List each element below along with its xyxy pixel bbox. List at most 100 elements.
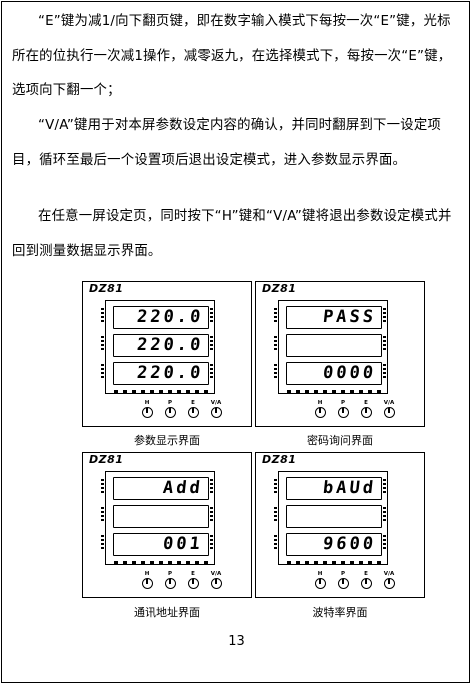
key-label: E (364, 571, 368, 577)
keypad: H P E V/A (135, 571, 225, 597)
key-label: H (144, 571, 150, 577)
figure-caption: 波特率界面 (312, 606, 368, 619)
key-button: H (135, 571, 159, 589)
page-number: 13 (228, 634, 245, 649)
indicator-leds (101, 507, 105, 523)
meter-face: bAUd 9600 (274, 471, 388, 565)
indicator-leds (210, 535, 214, 551)
status-led-bar (114, 561, 210, 565)
key-label: P (340, 400, 346, 406)
key-button: P (331, 571, 355, 589)
indicator-leds (101, 479, 105, 495)
display-row: 001 (113, 533, 209, 556)
display-value: 220.0 (135, 363, 205, 383)
display-value: 0000 (322, 363, 378, 383)
indicator-leds (383, 308, 387, 324)
display-value: bAUd (322, 478, 378, 498)
meter-brand: DZ81 (262, 453, 297, 466)
indicator-leds (210, 364, 214, 380)
key-knob-icon (383, 578, 395, 589)
indicator-leds (101, 308, 105, 324)
keypad: H P E V/A (308, 571, 398, 597)
meter-brand: DZ81 (262, 282, 297, 295)
display-row: 220.0 (113, 362, 209, 385)
display-row: PASS (286, 306, 382, 329)
figure-caption: 密码询问界面 (307, 434, 373, 447)
key-label: H (144, 400, 150, 406)
meter-face: PASS 0000 (274, 300, 388, 394)
display-row: bAUd (286, 477, 382, 500)
status-led-bar (287, 561, 383, 565)
key-knob-icon (360, 578, 372, 589)
indicator-leds (383, 364, 387, 380)
figure-caption: 通讯地址界面 (134, 606, 200, 619)
key-knob-icon (141, 407, 153, 418)
display-row: 0000 (286, 362, 382, 385)
key-button: P (158, 571, 182, 589)
indicator-leds (274, 535, 278, 551)
display-row (113, 505, 209, 528)
key-knob-icon (187, 578, 199, 589)
indicator-leds (383, 535, 387, 551)
indicator-leds (383, 336, 387, 352)
display-row: 220.0 (113, 334, 209, 357)
key-knob-icon (210, 578, 222, 589)
key-label: E (191, 400, 195, 406)
indicator-leds (101, 364, 105, 380)
key-label: V/A (210, 571, 222, 577)
indicator-leds (101, 535, 105, 551)
indicator-leds (210, 507, 214, 523)
indicator-leds (274, 308, 278, 324)
key-button: V/A (377, 400, 401, 418)
display-row (286, 505, 382, 528)
key-button: V/A (377, 571, 401, 589)
display-value: Add (162, 478, 205, 498)
figure-caption: 参数显示界面 (134, 434, 200, 447)
key-knob-icon (141, 578, 153, 589)
status-led-bar (114, 390, 210, 394)
key-label: H (317, 400, 323, 406)
meter-face: Add 001 (101, 471, 215, 565)
meter-brand: DZ81 (89, 282, 124, 295)
key-button: E (354, 400, 378, 418)
key-knob-icon (360, 407, 372, 418)
display-row: 9600 (286, 533, 382, 556)
display-value: 9600 (322, 534, 378, 554)
key-button: E (181, 400, 205, 418)
indicator-leds (274, 364, 278, 380)
display-value: 220.0 (135, 307, 205, 327)
paragraph-va-key: “V/A”键用于对本屏参数设定内容的确认，并同时翻屏到下一设定项目，循环至最后一… (12, 118, 441, 168)
display-row: Add (113, 477, 209, 500)
key-label: H (317, 571, 323, 577)
indicator-leds (274, 507, 278, 523)
key-label: V/A (210, 400, 222, 406)
key-label: E (364, 400, 368, 406)
key-button: E (354, 571, 378, 589)
key-knob-icon (187, 407, 199, 418)
indicator-leds (210, 479, 214, 495)
meter-brand: DZ81 (89, 453, 124, 466)
indicator-leds (274, 479, 278, 495)
indicator-leds (101, 336, 105, 352)
key-knob-icon (337, 578, 349, 589)
display-value: 220.0 (135, 335, 205, 355)
key-label: E (191, 571, 195, 577)
indicator-leds (383, 507, 387, 523)
key-label: P (167, 400, 173, 406)
key-button: P (331, 400, 355, 418)
display-row: 220.0 (113, 306, 209, 329)
key-button: H (135, 400, 159, 418)
key-knob-icon (164, 407, 176, 418)
key-button: H (308, 571, 332, 589)
key-label: V/A (383, 400, 395, 406)
key-button: E (181, 571, 205, 589)
display-value: PASS (322, 307, 378, 327)
key-button: V/A (204, 400, 228, 418)
meter-face: 220.0 220.0 220.0 (101, 300, 215, 394)
key-knob-icon (314, 578, 326, 589)
key-button: P (158, 400, 182, 418)
indicator-leds (210, 308, 214, 324)
